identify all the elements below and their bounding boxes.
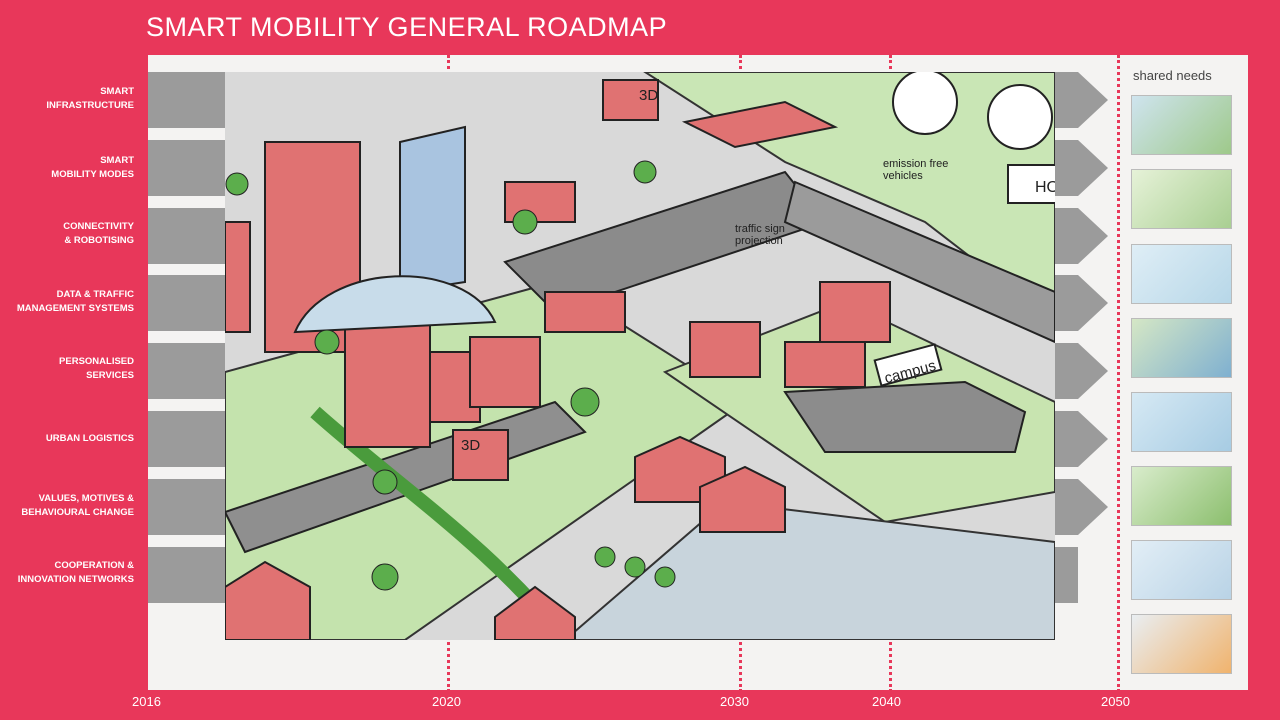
row-label-smart-infrastructure: SMART INFRASTRUCTURE [46, 86, 134, 111]
row-label-connectivity-robotising: CONNECTIVITY & ROBOTISING [63, 221, 134, 246]
sketch-label-sign: HO [1035, 179, 1055, 196]
row-arrow-2 [1078, 140, 1108, 196]
page-title: SMART MOBILITY GENERAL ROADMAP [146, 12, 668, 42]
year-label-2030: 2030 [720, 694, 749, 709]
shared-need-thumb-5 [1131, 392, 1232, 452]
row-arrow-1 [1078, 72, 1108, 128]
sketch-label-emission-line-1: emission free [883, 158, 948, 170]
shared-need-thumb-7 [1131, 540, 1232, 600]
sketch-label-traffic-line-1: traffic sign [735, 223, 785, 235]
row-label-urban-logistics: URBAN LOGISTICS [45, 433, 134, 444]
row-label-data-traffic-management: DATA & TRAFFIC MANAGEMENT SYSTEMS [16, 289, 134, 314]
year-label-2016: 2016 [132, 694, 161, 709]
year-label-2040: 2040 [872, 694, 901, 709]
row-labels: SMART INFRASTRUCTURE SMART MOBILITY MODE… [0, 0, 140, 720]
shared-need-thumb-1 [1131, 95, 1232, 155]
sketch-label-3d-bottom: 3D [461, 437, 480, 454]
shared-need-thumb-6 [1131, 466, 1232, 526]
row-arrow-6 [1078, 411, 1108, 467]
sketch-label-3d-top: 3D [639, 87, 658, 104]
year-label-2020: 2020 [432, 694, 461, 709]
shared-needs-title: shared needs [1133, 68, 1212, 83]
row-arrow-4 [1078, 275, 1108, 331]
row-arrow-5 [1078, 343, 1108, 399]
row-label-personalised-services: PERSONALISED SERVICES [59, 356, 134, 381]
row-arrow-3 [1078, 208, 1108, 264]
shared-need-thumb-4 [1131, 318, 1232, 378]
row-arrow-7 [1078, 479, 1108, 535]
row-label-smart-mobility-modes: SMART MOBILITY MODES [51, 155, 134, 180]
sketch-label-emission-line-2: vehicles [883, 170, 923, 182]
city-sketch-illustration: emission free vehicles traffic sign proj… [225, 72, 1055, 640]
shared-need-thumb-2 [1131, 169, 1232, 229]
row-label-values-behaviour: VALUES, MOTIVES & BEHAVIOURAL CHANGE [21, 493, 134, 518]
year-label-2050: 2050 [1101, 694, 1130, 709]
year-line-2050 [1117, 55, 1120, 692]
row-label-cooperation-networks: COOPERATION & INNOVATION NETWORKS [17, 560, 134, 585]
sketch-label-traffic-line-2: projection [735, 235, 783, 247]
shared-need-thumb-8 [1131, 614, 1232, 674]
shared-need-thumb-3 [1131, 244, 1232, 304]
city-sketch-svg: emission free vehicles traffic sign proj… [225, 72, 1055, 640]
